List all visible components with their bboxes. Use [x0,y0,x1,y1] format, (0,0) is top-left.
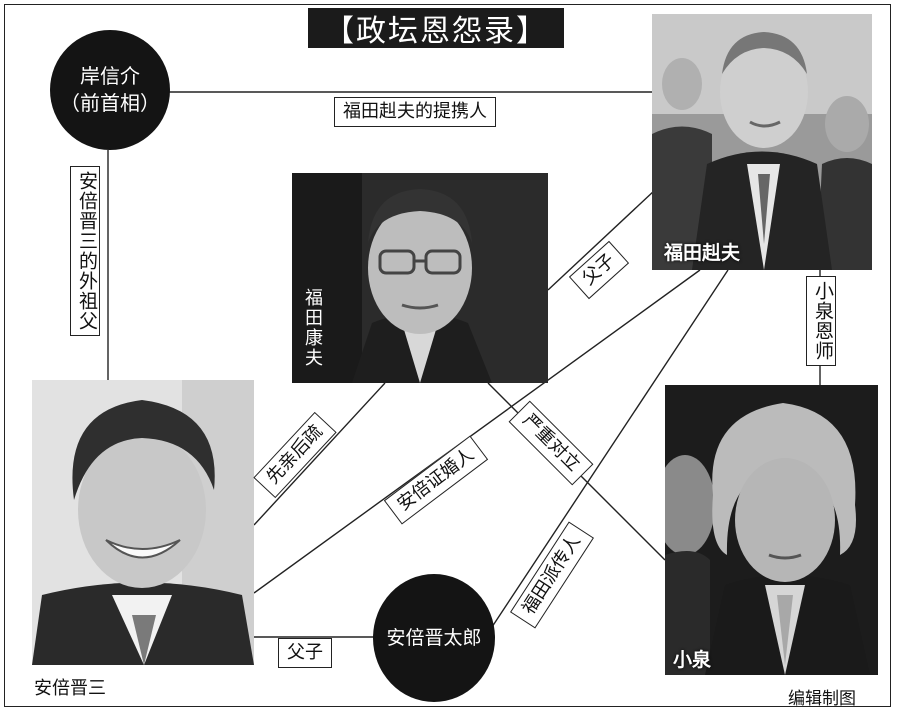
relation-shintaro-shinzo: 父子 [278,638,332,668]
line-yasuo-shinzo [253,382,386,526]
caption-koizumi: 小泉 [673,649,712,671]
portrait-abe-shinzo [32,380,254,665]
relation-kishi-takeo: 福田赳夫的提携人 [334,97,496,127]
node-kishi: 岸信介 （前首相） [50,30,170,150]
relation-takeo-koizumi: 小泉恩师 [806,276,836,366]
node-abe-shintaro: 安倍晋太郎 [373,574,495,702]
portrait-koizumi [665,385,878,675]
photo-fukuda-takeo: 福田赳夫 [652,14,872,270]
photo-fukuda-yasuo: 福田康夫 [292,173,548,383]
caption-fukuda-yasuo: 福田康夫 [302,288,323,368]
relation-kishi-shinzo: 安倍晋三的外祖父 [70,166,100,336]
line-takeo-shinzo [253,269,701,594]
photo-koizumi: 小泉 [665,385,878,675]
line-takeo-yasuo [547,189,656,291]
photo-abe-shinzo [32,380,254,665]
page-title: 【政坛恩怨录】 [308,8,564,49]
diagram-frame [4,4,891,707]
node-abe-shintaro-name: 安倍晋太郎 [386,626,482,649]
line-shintaro-takeo [489,269,729,631]
node-kishi-name: 岸信介 [80,64,140,88]
credit-text: 编辑制图 [788,689,856,709]
caption-fukuda-takeo: 福田赳夫 [664,242,741,264]
portrait-fukuda-yasuo [292,173,548,383]
caption-abe-shinzo: 安倍晋三 [34,678,106,699]
portrait-fukuda-takeo [652,14,872,270]
node-kishi-role: （前首相） [60,91,160,115]
